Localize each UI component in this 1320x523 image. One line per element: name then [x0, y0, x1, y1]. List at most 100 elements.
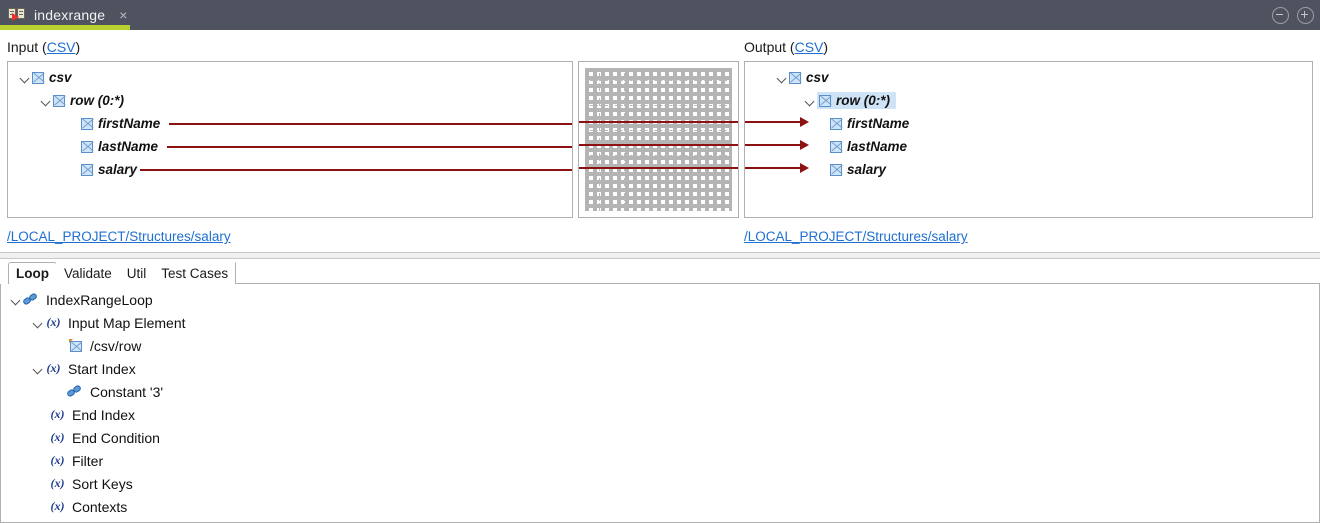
maximize-icon[interactable] [1297, 6, 1314, 24]
tab-loop[interactable]: Loop [8, 262, 57, 285]
chevron-down-icon[interactable] [18, 71, 32, 85]
variable-x-icon: (x) [50, 476, 65, 490]
mapping-wire [579, 121, 738, 123]
tree-row-end-condition[interactable]: (x) End Condition [49, 426, 160, 449]
tree-node-label: Filter [72, 452, 104, 469]
output-structure-path-link[interactable]: /LOCAL_PROJECT/Structures/salary [744, 229, 968, 244]
tree-row-constant-3[interactable]: Constant '3' [66, 380, 164, 403]
close-icon[interactable]: × [119, 7, 128, 23]
input-structure-path-link[interactable]: /LOCAL_PROJECT/Structures/salary [7, 229, 231, 244]
variable-x-icon: (x) [50, 407, 65, 421]
chevron-down-icon[interactable] [31, 316, 45, 330]
element-icon [830, 163, 842, 176]
input-title-prefix: Input ( [7, 39, 47, 55]
tree-row-contexts[interactable]: (x) Contexts [49, 495, 128, 518]
chevron-down-icon[interactable] [9, 293, 23, 307]
element-icon [81, 117, 93, 130]
mapping-grid-panel[interactable] [578, 61, 739, 218]
title-bar: indexrange × [0, 0, 1320, 30]
horizontal-splitter[interactable] [0, 252, 1320, 259]
tab-strip-filler [235, 262, 1320, 284]
element-icon [81, 163, 93, 176]
variable-x-icon: (x) [50, 453, 65, 467]
output-panel-title: Output (CSV) [744, 39, 828, 55]
tab-util[interactable]: Util [118, 262, 155, 285]
arrow-head-icon [800, 117, 809, 127]
element-icon [830, 140, 842, 153]
element-icon [81, 140, 93, 153]
variable-x-icon: (x) [46, 361, 61, 375]
variable-x-icon: (x) [46, 315, 61, 329]
chevron-down-icon[interactable] [775, 71, 789, 85]
tree-row-sort-keys[interactable]: (x) Sort Keys [49, 472, 133, 495]
tab-test-cases[interactable]: Test Cases [153, 262, 237, 285]
output-structure-tree[interactable]: csv row (0:*) firstName lastName salary [744, 61, 1313, 218]
input-csv-link[interactable]: CSV [46, 39, 76, 55]
tree-row[interactable]: csv [775, 68, 829, 87]
tree-node-label: row (0:*) [836, 93, 890, 108]
mapping-wire [745, 121, 802, 123]
chevron-down-icon[interactable] [803, 94, 817, 108]
chain-icon [22, 292, 40, 307]
variable-x-icon: (x) [50, 499, 65, 513]
element-icon [789, 71, 801, 84]
tree-row[interactable]: lastName [81, 137, 158, 156]
mapping-wire [169, 123, 572, 125]
editor-tab-indexrange[interactable]: indexrange × [0, 0, 135, 30]
chevron-down-icon[interactable] [39, 94, 53, 108]
mapped-element-icon [69, 338, 84, 353]
tree-node-label: salary [847, 162, 887, 177]
tree-row-end-index[interactable]: (x) End Index [49, 403, 136, 426]
element-icon [819, 94, 831, 107]
tree-row[interactable]: firstName [81, 114, 160, 133]
mapping-wire [140, 169, 572, 171]
variable-x-icon: (x) [50, 430, 65, 444]
tab-validate[interactable]: Validate [56, 262, 120, 285]
tree-node-label: lastName [98, 139, 159, 154]
input-structure-tree[interactable]: csv row (0:*) firstName lastName salary [7, 61, 573, 218]
tree-row-start-index[interactable]: (x) Start Index [31, 357, 136, 380]
output-csv-link[interactable]: CSV [794, 39, 824, 55]
tree-node-label: Input Map Element [68, 314, 186, 331]
grid-background [585, 68, 732, 211]
mapping-icon [8, 7, 26, 23]
tree-row[interactable]: salary [830, 160, 886, 179]
tree-node-label: End Index [72, 406, 136, 423]
tree-node-label: Constant '3' [90, 383, 164, 400]
input-title-suffix: ) [75, 39, 81, 55]
bottom-tab-strip: Loop Validate Util Test Cases [0, 262, 1320, 285]
output-title-suffix: ) [823, 39, 829, 55]
element-icon [32, 71, 44, 84]
tree-row-selected[interactable]: row (0:*) [775, 91, 896, 110]
tree-node-label: Sort Keys [72, 475, 133, 492]
editor-tab-label: indexrange [34, 7, 106, 23]
tree-row[interactable]: firstName [830, 114, 909, 133]
tree-row-input-map-element[interactable]: (x) Input Map Element [31, 311, 186, 334]
tree-row[interactable]: lastName [830, 137, 907, 156]
minimize-icon[interactable] [1272, 6, 1289, 24]
tree-row[interactable]: salary [81, 160, 137, 179]
tree-node-label: /csv/row [90, 337, 142, 354]
tree-node-label: IndexRangeLoop [46, 291, 153, 308]
tree-row-csv-row[interactable]: /csv/row [69, 334, 141, 357]
window-controls [1272, 0, 1314, 30]
mapping-wire [745, 167, 802, 169]
tree-node-label: firstName [98, 116, 161, 131]
loop-properties-tree[interactable]: IndexRangeLoop (x) Input Map Element /cs… [0, 284, 1320, 523]
tree-node-label: Contexts [72, 498, 128, 515]
tree-row-indexrangeloop[interactable]: IndexRangeLoop [9, 288, 153, 311]
tree-node-label: csv [806, 70, 829, 85]
tree-row[interactable]: row (0:*) [39, 91, 124, 110]
tree-node-label: csv [49, 70, 72, 85]
chevron-down-icon[interactable] [31, 362, 45, 376]
tree-node-label: row (0:*) [70, 93, 124, 108]
tree-node-label: salary [98, 162, 138, 177]
tree-node-label: lastName [847, 139, 908, 154]
tree-row[interactable]: csv [18, 68, 72, 87]
bottom-panel: Loop Validate Util Test Cases IndexRange… [0, 262, 1320, 523]
chain-icon [66, 384, 84, 399]
active-tab-accent-bar [0, 25, 130, 30]
tree-node-label: End Condition [72, 429, 160, 446]
tree-row-filter[interactable]: (x) Filter [49, 449, 104, 472]
mapping-wire [579, 144, 738, 146]
